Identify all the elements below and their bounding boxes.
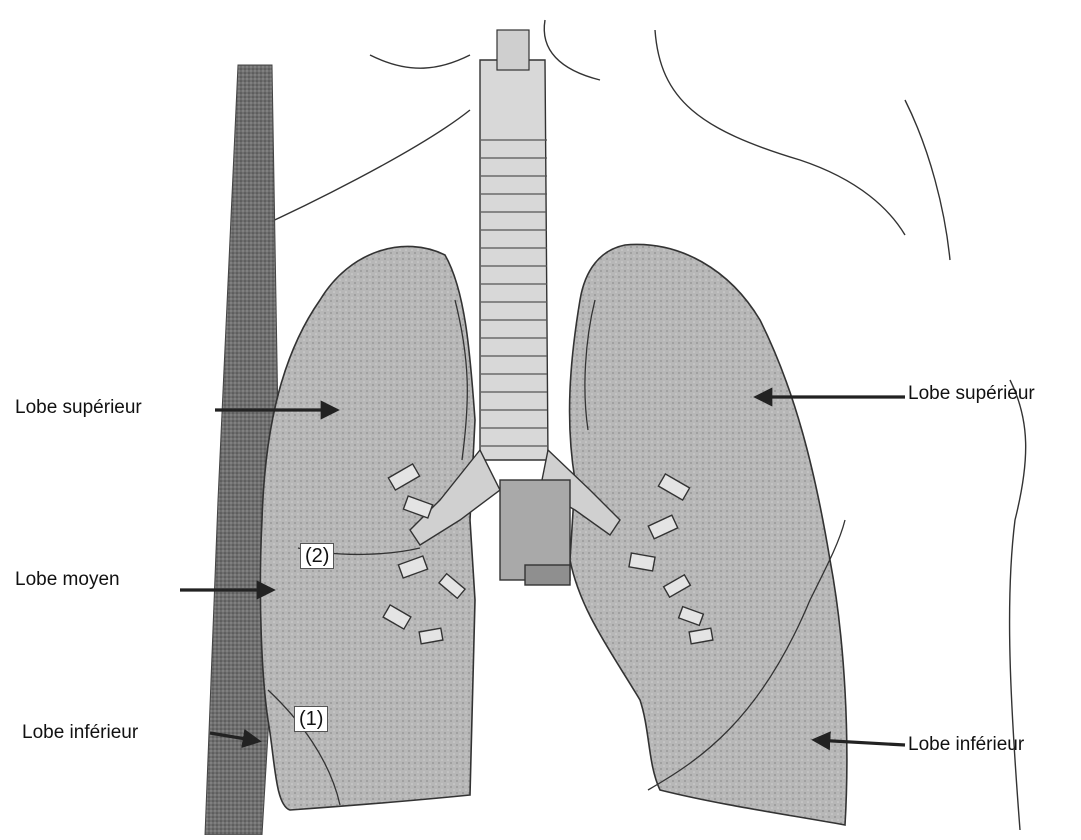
- left-lung: [570, 244, 847, 825]
- label-middle-lobe: Lobe moyen: [15, 570, 120, 589]
- label-left-upper-lobe: Lobe supérieur: [908, 384, 1035, 403]
- fissure-marker-oblique: (1): [294, 706, 328, 732]
- label-right-upper-lobe: Lobe supérieur: [15, 398, 142, 417]
- label-right-lower-lobe: Lobe inférieur: [22, 723, 138, 742]
- fissure-marker-horizontal: (2): [300, 543, 334, 569]
- trachea: [480, 30, 548, 460]
- label-left-lower-lobe: Lobe inférieur: [908, 735, 1024, 754]
